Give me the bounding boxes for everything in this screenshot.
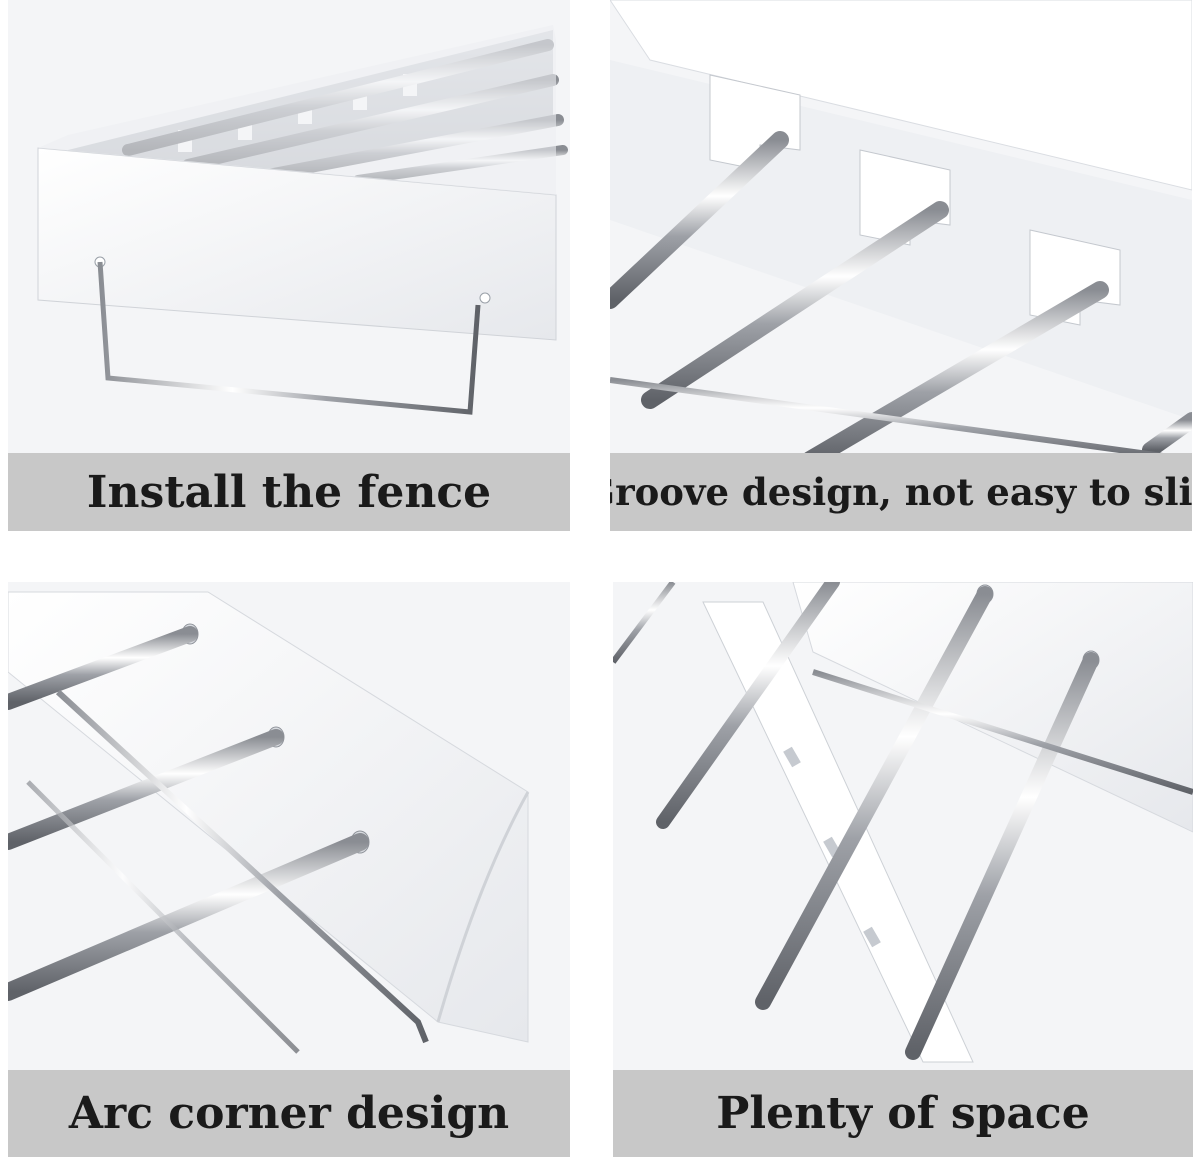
rack-photo-arc-corner bbox=[8, 582, 570, 1157]
rack-photo-space bbox=[613, 582, 1193, 1157]
caption-bar: Groove design, not easy to slip bbox=[610, 453, 1192, 531]
panel-arc-corner-design: Arc corner design bbox=[8, 582, 570, 1157]
panel-caption: Arc corner design bbox=[68, 1088, 510, 1139]
panel-install-the-fence: Install the fence bbox=[8, 0, 570, 531]
rack-photo-install bbox=[8, 0, 570, 531]
caption-bar: Arc corner design bbox=[8, 1070, 570, 1157]
panel-plenty-of-space: Plenty of space bbox=[613, 582, 1193, 1157]
rack-photo-groove bbox=[610, 0, 1192, 531]
panel-caption: Plenty of space bbox=[716, 1088, 1090, 1139]
panel-caption: Install the fence bbox=[86, 466, 492, 518]
panel-caption: Groove design, not easy to slip bbox=[610, 470, 1192, 514]
caption-bar: Install the fence bbox=[8, 453, 570, 531]
caption-bar: Plenty of space bbox=[613, 1070, 1193, 1157]
panel-groove-design: Groove design, not easy to slip bbox=[610, 0, 1192, 531]
